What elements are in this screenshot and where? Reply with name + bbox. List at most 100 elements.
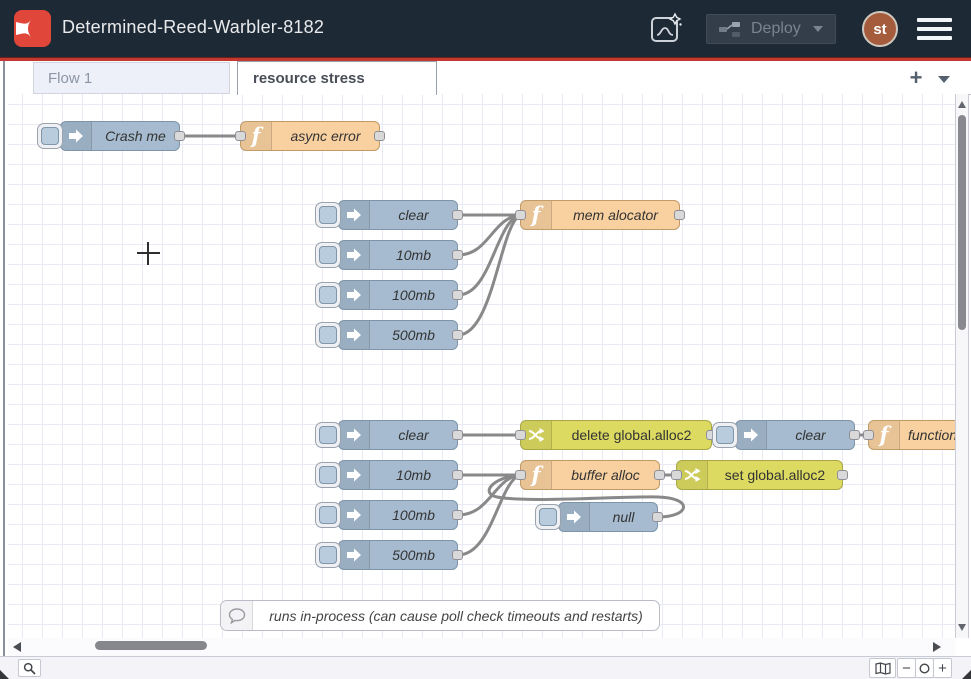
node-inject-crash-me[interactable]: Crash me xyxy=(60,121,180,151)
output-port[interactable] xyxy=(452,330,463,340)
flow-list-chevron-icon[interactable] xyxy=(936,73,952,85)
inject-arrow-icon xyxy=(736,421,767,449)
palette-gutter xyxy=(0,61,8,656)
horizontal-scroll-thumb[interactable] xyxy=(95,641,207,650)
output-port[interactable] xyxy=(452,430,463,440)
inject-trigger-button[interactable] xyxy=(535,504,561,530)
node-label: 100mb xyxy=(370,501,457,529)
instance-title: Determined-Reed-Warbler-8182 xyxy=(62,17,324,38)
node-function-buffer-alloc[interactable]: f buffer alloc xyxy=(520,460,660,490)
input-port[interactable] xyxy=(863,430,874,440)
zoom-out-button[interactable]: − xyxy=(897,658,916,678)
output-port[interactable] xyxy=(452,470,463,480)
flow-canvas[interactable]: Crash me f async error clear 10mb xyxy=(8,94,955,638)
node-function-async-error[interactable]: f async error xyxy=(240,121,380,151)
output-port[interactable] xyxy=(452,510,463,520)
node-inject-500mb-2[interactable]: 500mb xyxy=(338,540,458,570)
inject-trigger-button[interactable] xyxy=(315,422,341,448)
inject-trigger-button[interactable] xyxy=(315,242,341,268)
deploy-label: Deploy xyxy=(751,20,801,38)
node-inject-null[interactable]: null xyxy=(558,502,658,532)
node-inject-500mb-1[interactable]: 500mb xyxy=(338,320,458,350)
input-port[interactable] xyxy=(515,210,526,220)
node-label: delete global.alloc2 xyxy=(552,421,711,449)
inject-arrow-icon xyxy=(339,281,370,309)
output-port[interactable] xyxy=(452,250,463,260)
output-port[interactable] xyxy=(374,131,385,141)
tab-flow-1[interactable]: Flow 1 xyxy=(33,62,230,94)
horizontal-scrollbar[interactable] xyxy=(8,638,955,656)
node-function-function[interactable]: f function xyxy=(868,420,955,450)
ai-assistant-icon[interactable] xyxy=(649,12,683,46)
search-button[interactable] xyxy=(18,659,41,677)
scroll-down-icon[interactable] xyxy=(958,624,966,631)
deploy-button[interactable]: Deploy xyxy=(706,14,836,44)
node-inject-10mb-2[interactable]: 10mb xyxy=(338,460,458,490)
main-menu-icon[interactable] xyxy=(917,18,952,40)
output-port[interactable] xyxy=(452,210,463,220)
scroll-left-icon[interactable] xyxy=(13,642,21,652)
node-comment[interactable]: runs in-process (can cause poll check ti… xyxy=(220,600,660,631)
output-port[interactable] xyxy=(674,210,685,220)
inject-trigger-button[interactable] xyxy=(315,282,341,308)
node-label: clear xyxy=(370,201,457,229)
node-inject-clear-3[interactable]: clear xyxy=(735,420,855,450)
inject-trigger-button[interactable] xyxy=(315,202,341,228)
inject-arrow-icon xyxy=(339,321,370,349)
node-label: 500mb xyxy=(370,541,457,569)
output-port[interactable] xyxy=(452,550,463,560)
inject-trigger-button[interactable] xyxy=(315,462,341,488)
zoom-in-button[interactable]: + xyxy=(933,658,952,678)
inject-arrow-icon xyxy=(339,241,370,269)
zoom-reset-button[interactable] xyxy=(915,658,934,678)
node-label: Crash me xyxy=(92,122,179,150)
output-port[interactable] xyxy=(452,290,463,300)
output-port[interactable] xyxy=(174,131,185,141)
inject-trigger-button[interactable] xyxy=(315,502,341,528)
user-avatar[interactable]: st xyxy=(862,11,898,47)
add-flow-button[interactable]: + xyxy=(903,64,929,92)
input-port[interactable] xyxy=(235,131,246,141)
vertical-scrollbar[interactable] xyxy=(955,94,969,638)
output-port[interactable] xyxy=(652,512,663,522)
output-port[interactable] xyxy=(849,430,860,440)
inject-trigger-button[interactable] xyxy=(315,322,341,348)
inject-trigger-button[interactable] xyxy=(37,123,63,149)
input-port[interactable] xyxy=(515,470,526,480)
node-change-delete-global-alloc2[interactable]: delete global.alloc2 xyxy=(520,420,712,450)
inject-arrow-icon xyxy=(339,201,370,229)
flowfuse-logo[interactable] xyxy=(14,10,51,47)
node-change-set-global-alloc2[interactable]: set global.alloc2 xyxy=(676,460,843,490)
inject-arrow-icon xyxy=(339,421,370,449)
crosshair-cursor xyxy=(147,242,149,265)
scroll-right-icon[interactable] xyxy=(933,642,941,652)
tab-resource-stress[interactable]: resource stress xyxy=(237,61,437,95)
search-icon xyxy=(23,662,36,675)
node-function-mem-alocator[interactable]: f mem alocator xyxy=(520,200,680,230)
output-port[interactable] xyxy=(654,470,665,480)
vertical-scroll-thumb[interactable] xyxy=(958,115,966,330)
app-header: Determined-Reed-Warbler-8182 Deploy xyxy=(0,0,971,57)
input-port[interactable] xyxy=(671,470,682,480)
inject-trigger-button[interactable] xyxy=(315,542,341,568)
node-inject-clear-2[interactable]: clear xyxy=(338,420,458,450)
inject-arrow-icon xyxy=(339,461,370,489)
navigator-button[interactable] xyxy=(869,658,896,678)
inject-trigger-button[interactable] xyxy=(712,422,738,448)
node-label: clear xyxy=(370,421,457,449)
scroll-up-icon[interactable] xyxy=(958,101,966,108)
deploy-chevron-icon[interactable] xyxy=(813,26,823,32)
node-label: 10mb xyxy=(370,241,457,269)
flow-tab-bar: Flow 1 resource stress + xyxy=(0,61,971,95)
node-inject-10mb-1[interactable]: 10mb xyxy=(338,240,458,270)
node-inject-100mb-1[interactable]: 100mb xyxy=(338,280,458,310)
node-inject-clear-1[interactable]: clear xyxy=(338,200,458,230)
node-label: function xyxy=(900,421,955,449)
map-icon xyxy=(875,662,891,675)
node-inject-100mb-2[interactable]: 100mb xyxy=(338,500,458,530)
node-label: buffer alloc xyxy=(552,461,659,489)
comment-text: runs in-process (can cause poll check ti… xyxy=(253,601,659,630)
input-port[interactable] xyxy=(515,430,526,440)
node-label: set global.alloc2 xyxy=(708,461,842,489)
output-port[interactable] xyxy=(837,470,848,480)
